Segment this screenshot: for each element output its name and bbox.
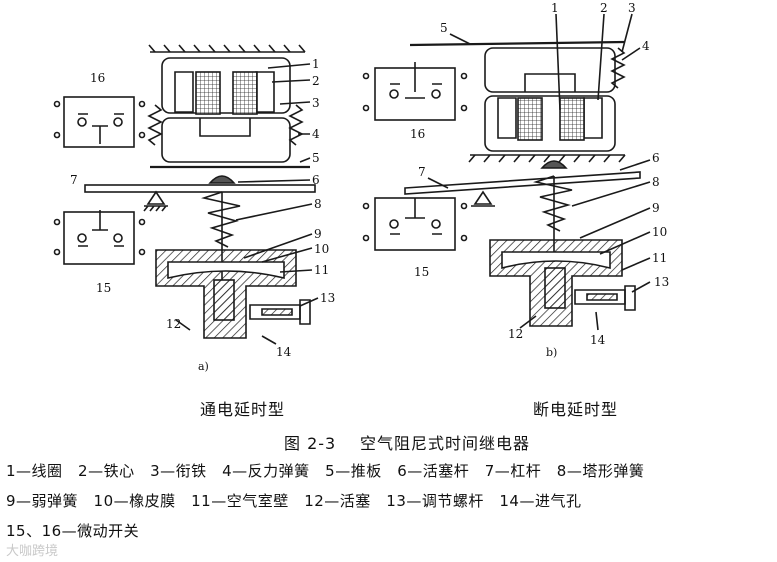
right-label-10: 10: [652, 225, 668, 239]
right-label-14: 14: [590, 333, 606, 347]
legend-line-2: 9—弱弹簧 10—橡皮膜 11—空气室壁 12—活塞 13—调节螺杆 14—进气…: [6, 492, 582, 510]
left-label-9: 9: [314, 227, 322, 241]
left-label-3: 3: [312, 96, 320, 110]
right-label-9: 9: [652, 201, 660, 215]
left-label-4: 4: [312, 127, 320, 141]
right-label-13: 13: [654, 275, 670, 289]
left-label-8: 8: [314, 197, 322, 211]
figure-number: 图 2-3: [284, 434, 337, 453]
left-label-16: 16: [90, 71, 106, 85]
left-label-15: 15: [96, 281, 112, 295]
right-label-12: 12: [508, 327, 524, 341]
right-caption: 断电延时型: [533, 400, 619, 419]
right-label-16: 16: [410, 127, 426, 141]
left-relay-drawing: [53, 44, 319, 345]
left-label-10: 10: [314, 242, 330, 256]
right-label-2: 2: [600, 1, 608, 15]
right-label-1: 1: [551, 1, 559, 15]
right-sublabel: b): [546, 346, 558, 359]
right-label-15: 15: [414, 265, 430, 279]
relay-diagram: [53, 13, 651, 345]
left-label-11: 11: [314, 263, 330, 277]
watermark: 大咖跨境: [6, 544, 59, 559]
left-label-5: 5: [312, 151, 320, 165]
right-label-3: 3: [628, 1, 636, 15]
left-sublabel: a): [198, 360, 209, 373]
right-label-5: 5: [440, 21, 448, 35]
left-label-6: 6: [312, 173, 320, 187]
figure-title: 空气阻尼式时间继电器: [360, 434, 531, 453]
left-label-1: 1: [312, 57, 320, 71]
left-label-7: 7: [70, 173, 78, 187]
left-caption: 通电延时型: [200, 400, 286, 419]
right-label-11: 11: [652, 251, 668, 265]
left-label-12: 12: [166, 317, 182, 331]
right-relay-drawing: [362, 13, 651, 331]
legend-line-1: 1—线圈 2—铁心 3—衔铁 4—反力弹簧 5—推板 6—活塞杆 7—杠杆 8—…: [6, 462, 645, 480]
left-label-2: 2: [312, 74, 320, 88]
left-label-14: 14: [276, 345, 292, 359]
legend-line-3: 15、16—微动开关: [6, 522, 140, 540]
right-label-7: 7: [418, 165, 426, 179]
right-label-8: 8: [652, 175, 660, 189]
right-label-6: 6: [652, 151, 660, 165]
right-label-4: 4: [642, 39, 650, 53]
left-label-13: 13: [320, 291, 336, 305]
